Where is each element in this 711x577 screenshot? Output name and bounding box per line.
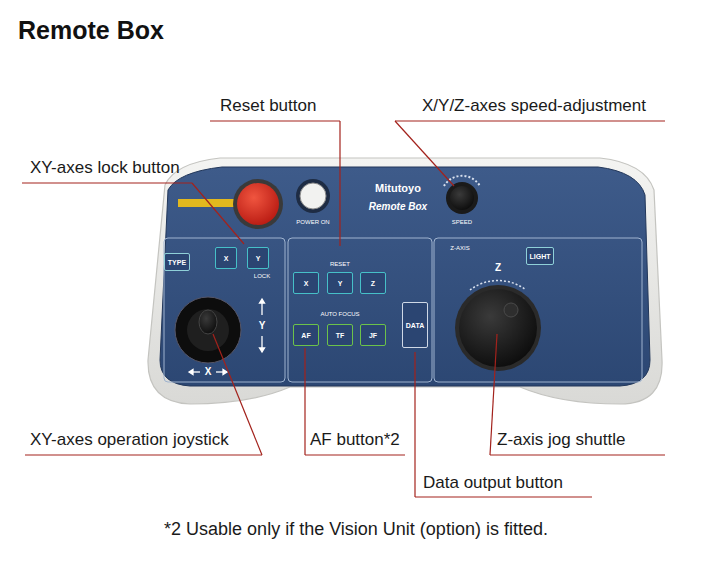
button-label: LIGHT xyxy=(530,253,551,260)
device-button: TF xyxy=(327,324,353,346)
button-label: X xyxy=(304,280,309,287)
button-label: Z xyxy=(371,280,375,287)
axis-letter: X xyxy=(205,366,212,378)
axis-letter: Y xyxy=(259,320,266,332)
callout-label: XY-axes operation joystick xyxy=(30,430,229,450)
panel-text: POWER ON xyxy=(296,219,329,226)
device-button: X xyxy=(293,272,319,294)
panel-text: LOCK xyxy=(254,273,270,280)
device-button: Y xyxy=(327,272,353,294)
button-label: JF xyxy=(369,332,377,339)
brand-logo: Mitutoyo xyxy=(375,182,421,195)
callout-label: Reset button xyxy=(220,96,316,116)
button-label: AF xyxy=(301,332,310,339)
callout-label: XY-axes lock button xyxy=(30,158,180,178)
button-label: DATA xyxy=(406,322,424,329)
panel-text: SPEED xyxy=(452,219,472,226)
diagram-title: Remote Box xyxy=(18,16,164,45)
button-label: Y xyxy=(338,280,343,287)
callout-label: Data output button xyxy=(423,473,563,493)
panel-text: AUTO FOCUS xyxy=(320,311,359,318)
device-button: Z xyxy=(360,272,386,294)
button-label: TF xyxy=(336,332,345,339)
device-button: Y xyxy=(247,247,269,269)
device-button: DATA xyxy=(402,302,428,348)
device-button: AF xyxy=(293,324,319,346)
axis-letter: Z xyxy=(495,262,501,274)
button-label: Y xyxy=(256,255,261,262)
panel-text: Z-AXIS xyxy=(450,245,469,252)
device-button: TYPE xyxy=(164,253,190,271)
callout-label: X/Y/Z-axes speed-adjustment xyxy=(422,96,646,116)
device-button: JF xyxy=(360,324,386,346)
device-button: LIGHT xyxy=(526,247,554,265)
panel-text: RESET xyxy=(330,261,350,268)
callout-label: AF button*2 xyxy=(310,430,400,450)
footnote-caption: *2 Usable only if the Vision Unit (optio… xyxy=(164,519,548,540)
button-label: TYPE xyxy=(168,259,186,266)
model-name: Remote Box xyxy=(369,201,427,213)
device-button: X xyxy=(215,247,237,269)
button-label: X xyxy=(224,255,229,262)
callout-label: Z-axis jog shuttle xyxy=(497,430,626,450)
